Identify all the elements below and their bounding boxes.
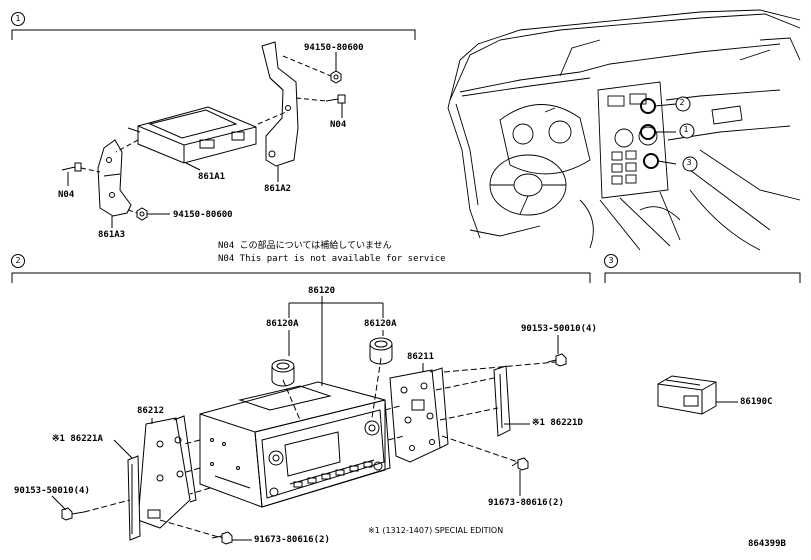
label-n04-left: N04: [58, 190, 75, 200]
label-91673-bottom: 91673-80616(2): [254, 535, 330, 545]
label-86120A-right: 86120A: [364, 319, 397, 329]
radio-unit-86120: [199, 381, 391, 508]
label-94150-top: 94150-80600: [304, 43, 364, 53]
label-90153-left: 90153-50010(4): [14, 486, 90, 496]
bracket-861A2: [261, 41, 299, 167]
ecu-box-861A1: [127, 106, 257, 164]
label-86120: 86120: [308, 286, 336, 296]
label-n04-right: N04: [330, 120, 347, 130]
label-86221D: ※1 86221D: [532, 418, 583, 428]
dash-callout-1: 1: [683, 125, 689, 134]
dash-callout-2: 2: [679, 98, 685, 107]
label-94150-bottom: 94150-80600: [173, 210, 233, 220]
side-panel-86221A: [127, 455, 141, 541]
section-marker-1: 1: [11, 12, 25, 26]
label-861A1: 861A1: [198, 172, 226, 182]
note-special-edition: ※1 (1312-1407) SPECIAL EDITION: [368, 526, 504, 535]
label-861A2: 861A2: [264, 184, 292, 194]
label-91673-right: 91673-80616(2): [488, 498, 564, 508]
label-86211: 86211: [407, 352, 435, 362]
section-marker-2: 2: [11, 254, 25, 268]
note-n04-english: N04 This part is not available for servi…: [218, 254, 446, 264]
side-panel-86221D: [493, 365, 511, 437]
bracket-861A3: [97, 139, 132, 217]
label-86190C: 86190C: [740, 397, 773, 407]
dashboard-illustration: [447, 9, 801, 251]
bracket-86211: [389, 367, 449, 463]
label-86212: 86212: [137, 406, 165, 416]
label-86120A-left: 86120A: [266, 319, 299, 329]
dash-callout-3: 3: [686, 158, 692, 167]
section-marker-3: 3: [604, 254, 618, 268]
switch-86190C: [657, 375, 717, 415]
label-86221A: ※1 86221A: [52, 434, 103, 444]
knob-86120A-right: [369, 337, 393, 365]
bracket-86212: [137, 415, 197, 529]
drawing-number: 864399B: [748, 539, 786, 549]
label-861A3: 861A3: [98, 230, 126, 240]
label-90153-top: 90153-50010(4): [521, 324, 597, 334]
knob-86120A-left: [271, 359, 295, 387]
note-n04-japanese: N04 この部品については補給していません: [218, 241, 392, 251]
